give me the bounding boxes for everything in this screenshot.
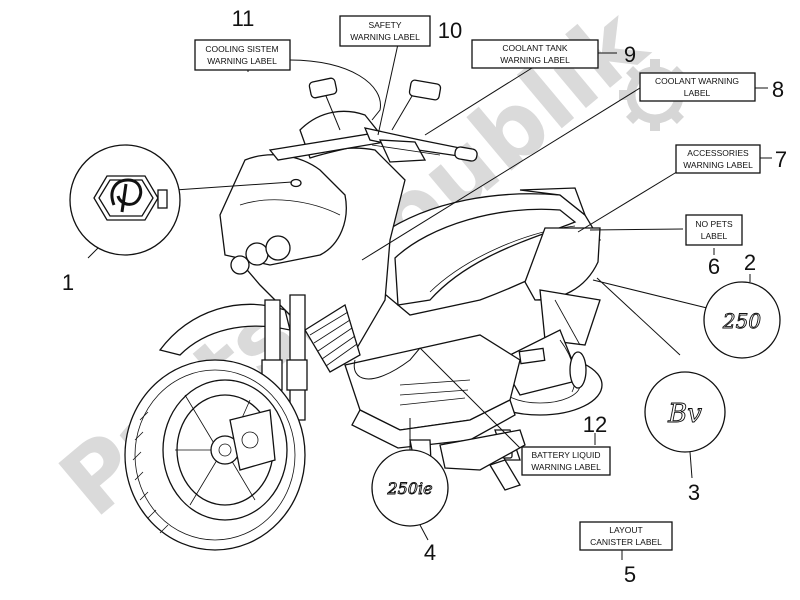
callout-3-number: 3	[688, 480, 700, 505]
front-body	[219, 147, 406, 373]
callout-3-leader	[689, 451, 693, 479]
front-fender	[158, 303, 291, 356]
callout-9: COOLANT TANK WARNING LABEL 9	[471, 39, 636, 69]
callout-2-number: 2	[744, 250, 756, 275]
callout-10-line-2: WARNING LABEL	[350, 32, 420, 42]
piaggio-logo-icon	[110, 178, 143, 213]
callout-10-number: 10	[438, 18, 462, 43]
callout-7-number: 7	[775, 147, 787, 172]
badge-250ie-text: 250ie	[386, 479, 432, 498]
callout-11-number: 11	[232, 6, 255, 31]
callout-7-line-2: WARNING LABEL	[683, 160, 753, 170]
callout-4-leader	[419, 524, 429, 541]
callout-9-line-1: COOLANT TANK	[502, 43, 568, 53]
callout-5-number: 5	[624, 562, 636, 587]
callout-9-line-2: WARNING LABEL	[500, 55, 570, 65]
badge-250-text: 250	[722, 309, 761, 333]
piaggio-emblem-badge	[69, 144, 181, 256]
callout-6-number: 6	[708, 254, 720, 279]
callout-12-line-1: BATTERY LIQUID	[532, 450, 601, 460]
callout-12-number: 12	[583, 412, 607, 437]
callout-10: SAFETY WARNING LABEL 10	[339, 15, 462, 47]
callout-4-number: 4	[424, 540, 436, 565]
front-wheel	[124, 359, 306, 551]
callout-10-line-1: SAFETY	[368, 20, 401, 30]
callout-7: ACCESSORIES WARNING LABEL 7	[675, 144, 787, 174]
callout-8: COOLANT WARNING LABEL 8	[639, 72, 784, 102]
callout-6: NO PETS LABEL 6	[685, 214, 743, 279]
callout-5-line-2: CANISTER LABEL	[590, 537, 662, 547]
callout-6-line-1: NO PETS	[695, 219, 733, 229]
callout-5: LAYOUT CANISTER LABEL 5	[579, 521, 673, 587]
callout-1-number: 1	[62, 270, 74, 295]
badge-250: 250	[703, 281, 781, 359]
scooter-illustration	[124, 77, 603, 551]
badge-bv: Bv	[644, 371, 726, 453]
handlebar-assembly	[268, 77, 478, 163]
callout-8-line-2: LABEL	[684, 88, 711, 98]
callout-9-number: 9	[624, 42, 636, 67]
callout-7-line-1: ACCESSORIES	[687, 148, 749, 158]
badge-250ie: 250ie	[371, 449, 449, 527]
callout-5-line-1: LAYOUT	[609, 525, 642, 535]
callout-8-line-1: COOLANT WARNING	[655, 76, 739, 86]
callout-11-line-2: WARNING LABEL	[207, 56, 277, 66]
callout-11: COOLING SISTEM WARNING LABEL 11	[194, 6, 291, 71]
badge-bv-text: Bv	[667, 399, 702, 429]
callout-12: BATTERY LIQUID WARNING LABEL 12	[521, 412, 611, 476]
callout-11-line-1: COOLING SISTEM	[205, 44, 278, 54]
callout-6-line-2: LABEL	[701, 231, 728, 241]
rear-body	[379, 187, 601, 461]
callout-12-line-2: WARNING LABEL	[531, 462, 601, 472]
callout-8-number: 8	[772, 77, 784, 102]
floorboard	[344, 334, 526, 491]
